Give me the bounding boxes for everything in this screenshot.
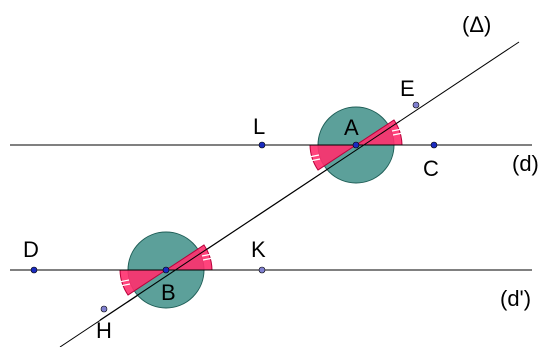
label-D: D: [23, 237, 39, 262]
label-d-prime: (d'): [500, 286, 531, 311]
tick-A-right-2: [392, 132, 404, 136]
point-A: [352, 141, 360, 149]
tick-A-right-1: [391, 128, 403, 132]
tick-B-right-2: [202, 257, 214, 261]
tick-A-left-2: [309, 158, 321, 162]
tick-A-left-1: [308, 154, 320, 158]
line-delta-overlay: [99, 120, 401, 321]
tick-B-left-1: [118, 279, 130, 283]
point-K: [258, 266, 266, 274]
tick-B-left-2: [119, 283, 131, 287]
tick-B-right-1: [201, 253, 213, 257]
point-C: [430, 141, 438, 149]
label-K: K: [251, 237, 266, 262]
point-D: [30, 266, 38, 274]
label-B: B: [161, 280, 176, 305]
label-d: (d): [512, 151, 539, 176]
label-H: H: [96, 318, 112, 343]
label-E: E: [400, 76, 415, 101]
point-B: [162, 266, 170, 274]
label-A: A: [344, 115, 359, 140]
point-L: [258, 141, 266, 149]
point-H: [100, 305, 108, 313]
point-E: [412, 101, 420, 109]
label-L: L: [253, 114, 265, 139]
label-delta: (Δ): [462, 12, 491, 37]
label-C: C: [423, 156, 439, 181]
